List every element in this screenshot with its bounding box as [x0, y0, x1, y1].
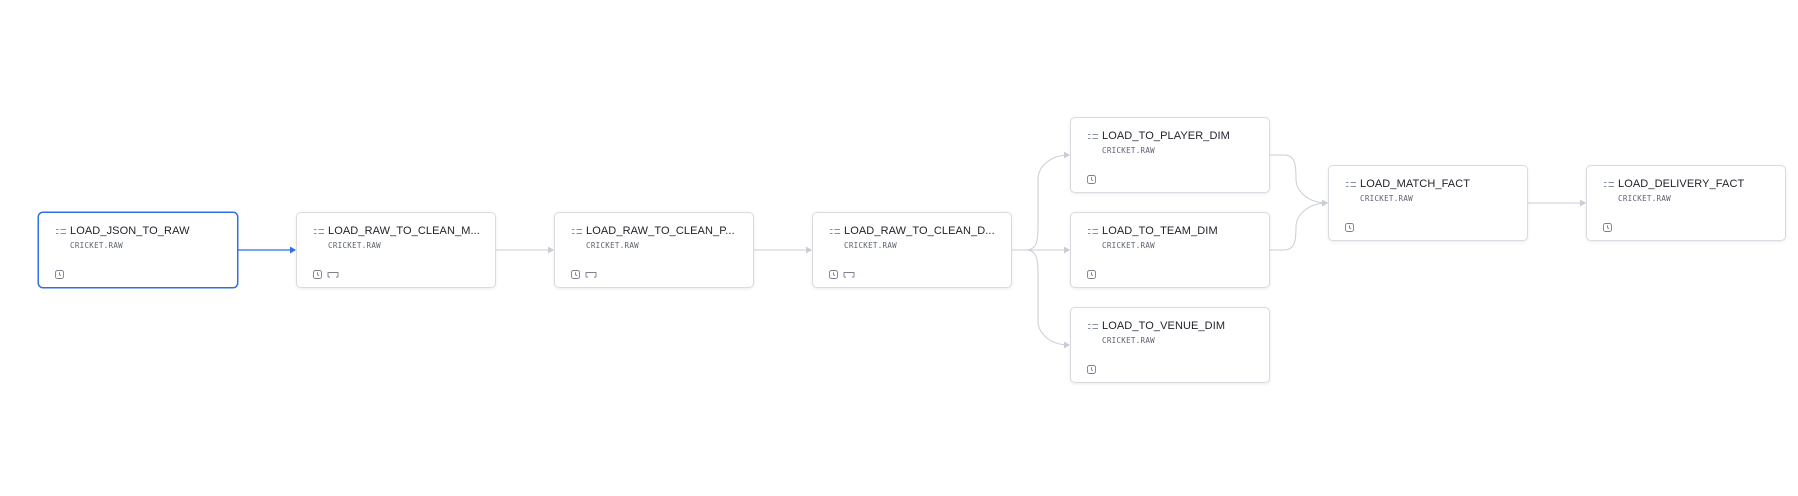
edge-arrowhead [1322, 199, 1328, 207]
schedule-icon [1087, 269, 1096, 279]
node-schema: CRICKET.RAW [328, 241, 381, 250]
schedule-icon [829, 269, 838, 279]
task-icon [1088, 229, 1098, 234]
node-schema: CRICKET.RAW [1102, 336, 1155, 345]
task-node-load-json-to-raw[interactable]: LOAD_JSON_TO_RAW CRICKET.RAW [38, 212, 238, 288]
node-schema: CRICKET.RAW [70, 241, 123, 250]
node-title: LOAD_RAW_TO_CLEAN_D... [844, 225, 995, 237]
node-schema: CRICKET.RAW [1102, 146, 1155, 155]
schedule-icon [1087, 364, 1096, 374]
task-node-load-to-team-dim[interactable]: LOAD_TO_TEAM_DIM CRICKET.RAW [1070, 212, 1270, 288]
stream-icon [327, 271, 339, 277]
schedule-icon [1603, 222, 1612, 232]
task-node-load-raw-to-clean-player[interactable]: LOAD_RAW_TO_CLEAN_P... CRICKET.RAW [554, 212, 754, 288]
node-title: LOAD_MATCH_FACT [1360, 178, 1471, 190]
edge-n6-n8 [1270, 202, 1328, 251]
task-node-load-to-venue-dim[interactable]: LOAD_TO_VENUE_DIM CRICKET.RAW [1070, 307, 1270, 383]
node-schema: CRICKET.RAW [1360, 194, 1413, 203]
task-icon [314, 229, 324, 234]
node-schema: CRICKET.RAW [586, 241, 639, 250]
task-node-load-raw-to-clean-match[interactable]: LOAD_RAW_TO_CLEAN_M... CRICKET.RAW [296, 212, 496, 288]
node-schema: CRICKET.RAW [1102, 241, 1155, 250]
edge-arrowhead [1064, 341, 1070, 349]
node-schema: CRICKET.RAW [844, 241, 897, 250]
schedule-icon [1345, 222, 1354, 232]
edge-arrowhead [548, 246, 554, 254]
task-node-load-raw-to-clean-delivery[interactable]: LOAD_RAW_TO_CLEAN_D... CRICKET.RAW [812, 212, 1012, 288]
task-icon [1088, 134, 1098, 139]
task-node-load-match-fact[interactable]: LOAD_MATCH_FACT CRICKET.RAW [1328, 165, 1528, 241]
task-icon [1088, 324, 1098, 329]
task-icon [1604, 182, 1614, 187]
task-icon [572, 229, 582, 234]
node-title: LOAD_TO_TEAM_DIM [1102, 225, 1218, 237]
task-icon [1346, 182, 1356, 187]
node-title: LOAD_DELIVERY_FACT [1618, 178, 1745, 190]
task-icon [830, 229, 840, 234]
schedule-icon [1087, 174, 1096, 184]
edge-n4-n7 [1012, 249, 1070, 346]
node-title: LOAD_JSON_TO_RAW [70, 225, 190, 237]
edge-arrowhead [1580, 199, 1586, 207]
edge-arrowhead [1064, 151, 1070, 159]
schedule-icon [571, 269, 580, 279]
node-title: LOAD_TO_VENUE_DIM [1102, 320, 1226, 332]
edge-arrowhead [290, 246, 296, 254]
node-schema: CRICKET.RAW [1618, 194, 1671, 203]
edge-n5-n8 [1270, 154, 1328, 204]
stream-icon [843, 271, 855, 277]
edge-n4-n5 [1012, 154, 1070, 251]
schedule-icon [55, 269, 64, 279]
node-title: LOAD_RAW_TO_CLEAN_P... [586, 225, 735, 237]
task-node-load-to-player-dim[interactable]: LOAD_TO_PLAYER_DIM CRICKET.RAW [1070, 117, 1270, 193]
schedule-icon [313, 269, 322, 279]
task-node-load-delivery-fact[interactable]: LOAD_DELIVERY_FACT CRICKET.RAW [1586, 165, 1786, 241]
edge-arrowhead [1064, 246, 1070, 254]
edge-arrowhead [806, 246, 812, 254]
node-title: LOAD_TO_PLAYER_DIM [1102, 130, 1230, 142]
task-icon [56, 229, 66, 234]
node-title: LOAD_RAW_TO_CLEAN_M... [328, 225, 480, 237]
stream-icon [585, 271, 597, 277]
